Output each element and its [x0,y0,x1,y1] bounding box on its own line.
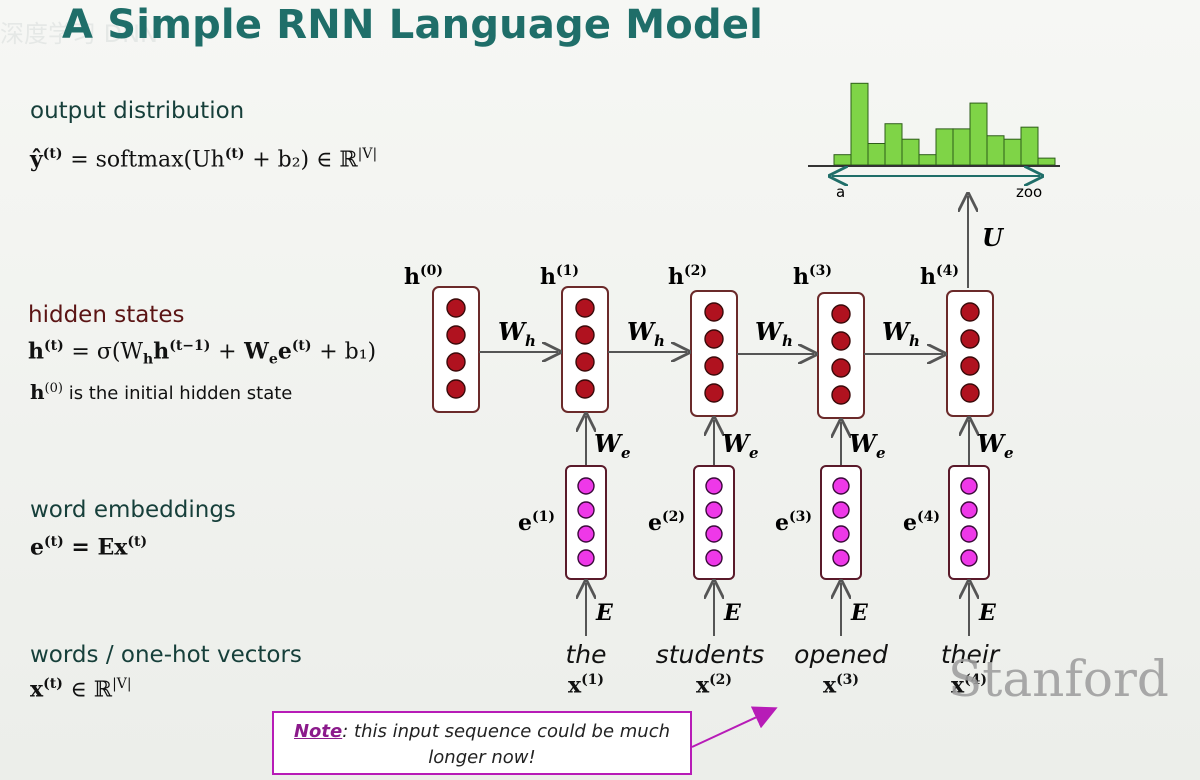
svg-text:E: E [978,600,997,626]
histogram-bar [935,128,954,166]
svg-text:E: E [850,600,869,626]
histogram-bar [901,138,920,166]
svg-text:E: E [723,600,742,626]
svg-text:We: We [849,429,886,462]
svg-text:e(4): e(4) [903,509,940,536]
hidden-state-2 [690,290,738,417]
svg-text:Wh: Wh [882,317,920,350]
histogram-bar [1003,138,1022,166]
word-4: their [940,640,1000,669]
svg-text:E: E [595,600,614,626]
svg-text:e(3): e(3) [775,509,812,536]
histogram-bar [918,154,937,166]
h0-label: h(0) [404,263,443,290]
stanford-logo: Stanford [948,650,1169,708]
histogram-bar [1037,157,1056,166]
h4-label: h(4) [920,263,959,290]
e-arrows [586,583,969,636]
embedding-2 [693,465,735,580]
note-box: Note: this input sequence could be much … [272,711,692,775]
svg-text:Wh: Wh [755,317,793,350]
hidden-state-4 [946,290,994,417]
note-keyword: Note [293,721,343,742]
hidden-state-1 [561,286,609,413]
histogram-bar [1020,126,1039,166]
axis-end-label: zoo [1016,183,1042,201]
svg-text:e(2): e(2) [648,509,685,536]
initial-hidden-note: h(0) is the initial hidden state [30,380,293,404]
words-heading: words / one-hot vectors [30,642,302,668]
word-2: students [655,640,765,669]
histogram-bar [833,154,852,166]
svg-text:Wh: Wh [627,317,665,350]
note-arrow [691,706,778,748]
x2-label: x(2) [695,672,733,699]
x4-label: x(4) [950,672,988,699]
h1-label: h(1) [540,263,579,290]
svg-text:We: We [977,429,1014,462]
x1-label: x(1) [567,672,605,699]
wh-arrows [479,352,943,354]
hidden-labels: h(0) h(1) h(2) h(3) h(4) [404,263,959,290]
svg-text:We: We [594,429,631,462]
word-1: the [565,640,607,669]
u-label: U [982,223,1005,252]
hidden-state-0 [432,286,480,413]
note-text: : this input sequence could be much long… [342,721,671,768]
E-labels: E E E E [595,600,997,626]
wh-labels: Wh Wh Wh Wh [498,317,920,350]
embed-formula: e(t) = Ex(t) [30,534,148,561]
h3-label: h(3) [793,263,832,290]
svg-text:e(1): e(1) [518,509,555,536]
histogram-bar [986,135,1005,166]
axis-start-label: a [836,183,845,201]
histogram-bar [867,143,886,166]
histogram-bar [850,82,869,166]
hidden-heading: hidden states [28,302,185,328]
slide-title: A Simple RNN Language Model [62,2,764,48]
watermark: 深度学习 DNN [0,20,159,48]
svg-text:We: We [722,429,759,462]
we-labels: We We We We [594,429,1014,462]
hidden-state-3 [817,292,865,419]
word-3: opened [794,640,888,669]
embed-heading: word embeddings [30,497,236,523]
histogram-bar [952,128,971,166]
embed-labels: e(1) e(2) e(3) e(4) [518,509,940,536]
embedding-4 [948,465,990,580]
h2-label: h(2) [668,263,707,290]
we-arrows [586,416,969,465]
embedding-1 [565,465,607,580]
x3-label: x(3) [822,672,860,699]
output-heading: output distribution [30,98,245,124]
output-formula: ŷ(t) = softmax(Uh(t) + b₂) ∈ ℝ|V| [30,146,378,173]
words-formula: x(t) ∈ ℝ|V| [30,676,132,703]
svg-text:Wh: Wh [498,317,536,350]
embedding-3 [820,465,862,580]
histogram-bar [884,123,903,166]
histogram-bar [969,102,988,166]
output-histogram [833,82,1056,166]
hidden-formula: h(t) = σ(Whh(t−1) + Wee(t) + b₁) [28,338,377,368]
